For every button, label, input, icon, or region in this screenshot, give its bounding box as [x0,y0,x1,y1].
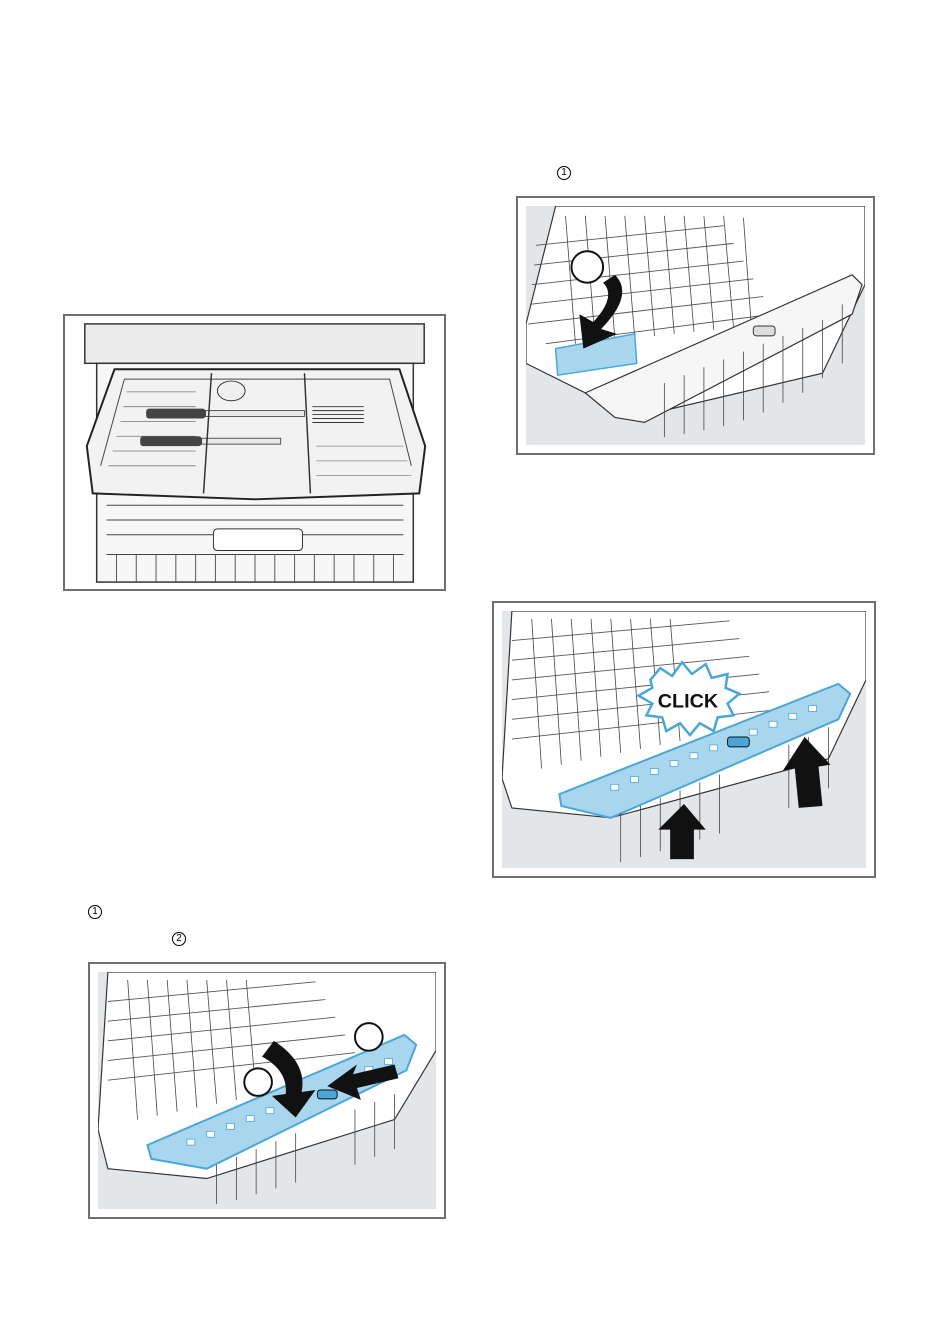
callout-bubble-icon [244,1068,272,1096]
rack-click-illustration: CLICK [502,611,866,868]
step-callout-1: 1 [88,905,102,919]
figure-dishwasher-cutlery-drawer [63,314,446,591]
callout-bubble-icon [571,251,603,282]
dishwasher-illustration [67,318,442,587]
step-callout-1: 1 [557,166,571,180]
figure-fold-rack-down [516,196,875,455]
click-label: CLICK [658,691,719,713]
figure-panel [526,206,865,445]
figure-remove-tray [88,962,446,1219]
arrow-up-icon [658,804,705,859]
figure-panel [98,972,436,1209]
step-callout-2: 2 [172,932,186,946]
figure-rack-click: CLICK [492,601,876,878]
figure-panel: CLICK [502,611,866,868]
callout-bubble-icon [355,1023,383,1051]
tray-remove-illustration [98,972,436,1209]
figure-panel [67,318,442,587]
rack-fold-illustration [526,206,865,445]
